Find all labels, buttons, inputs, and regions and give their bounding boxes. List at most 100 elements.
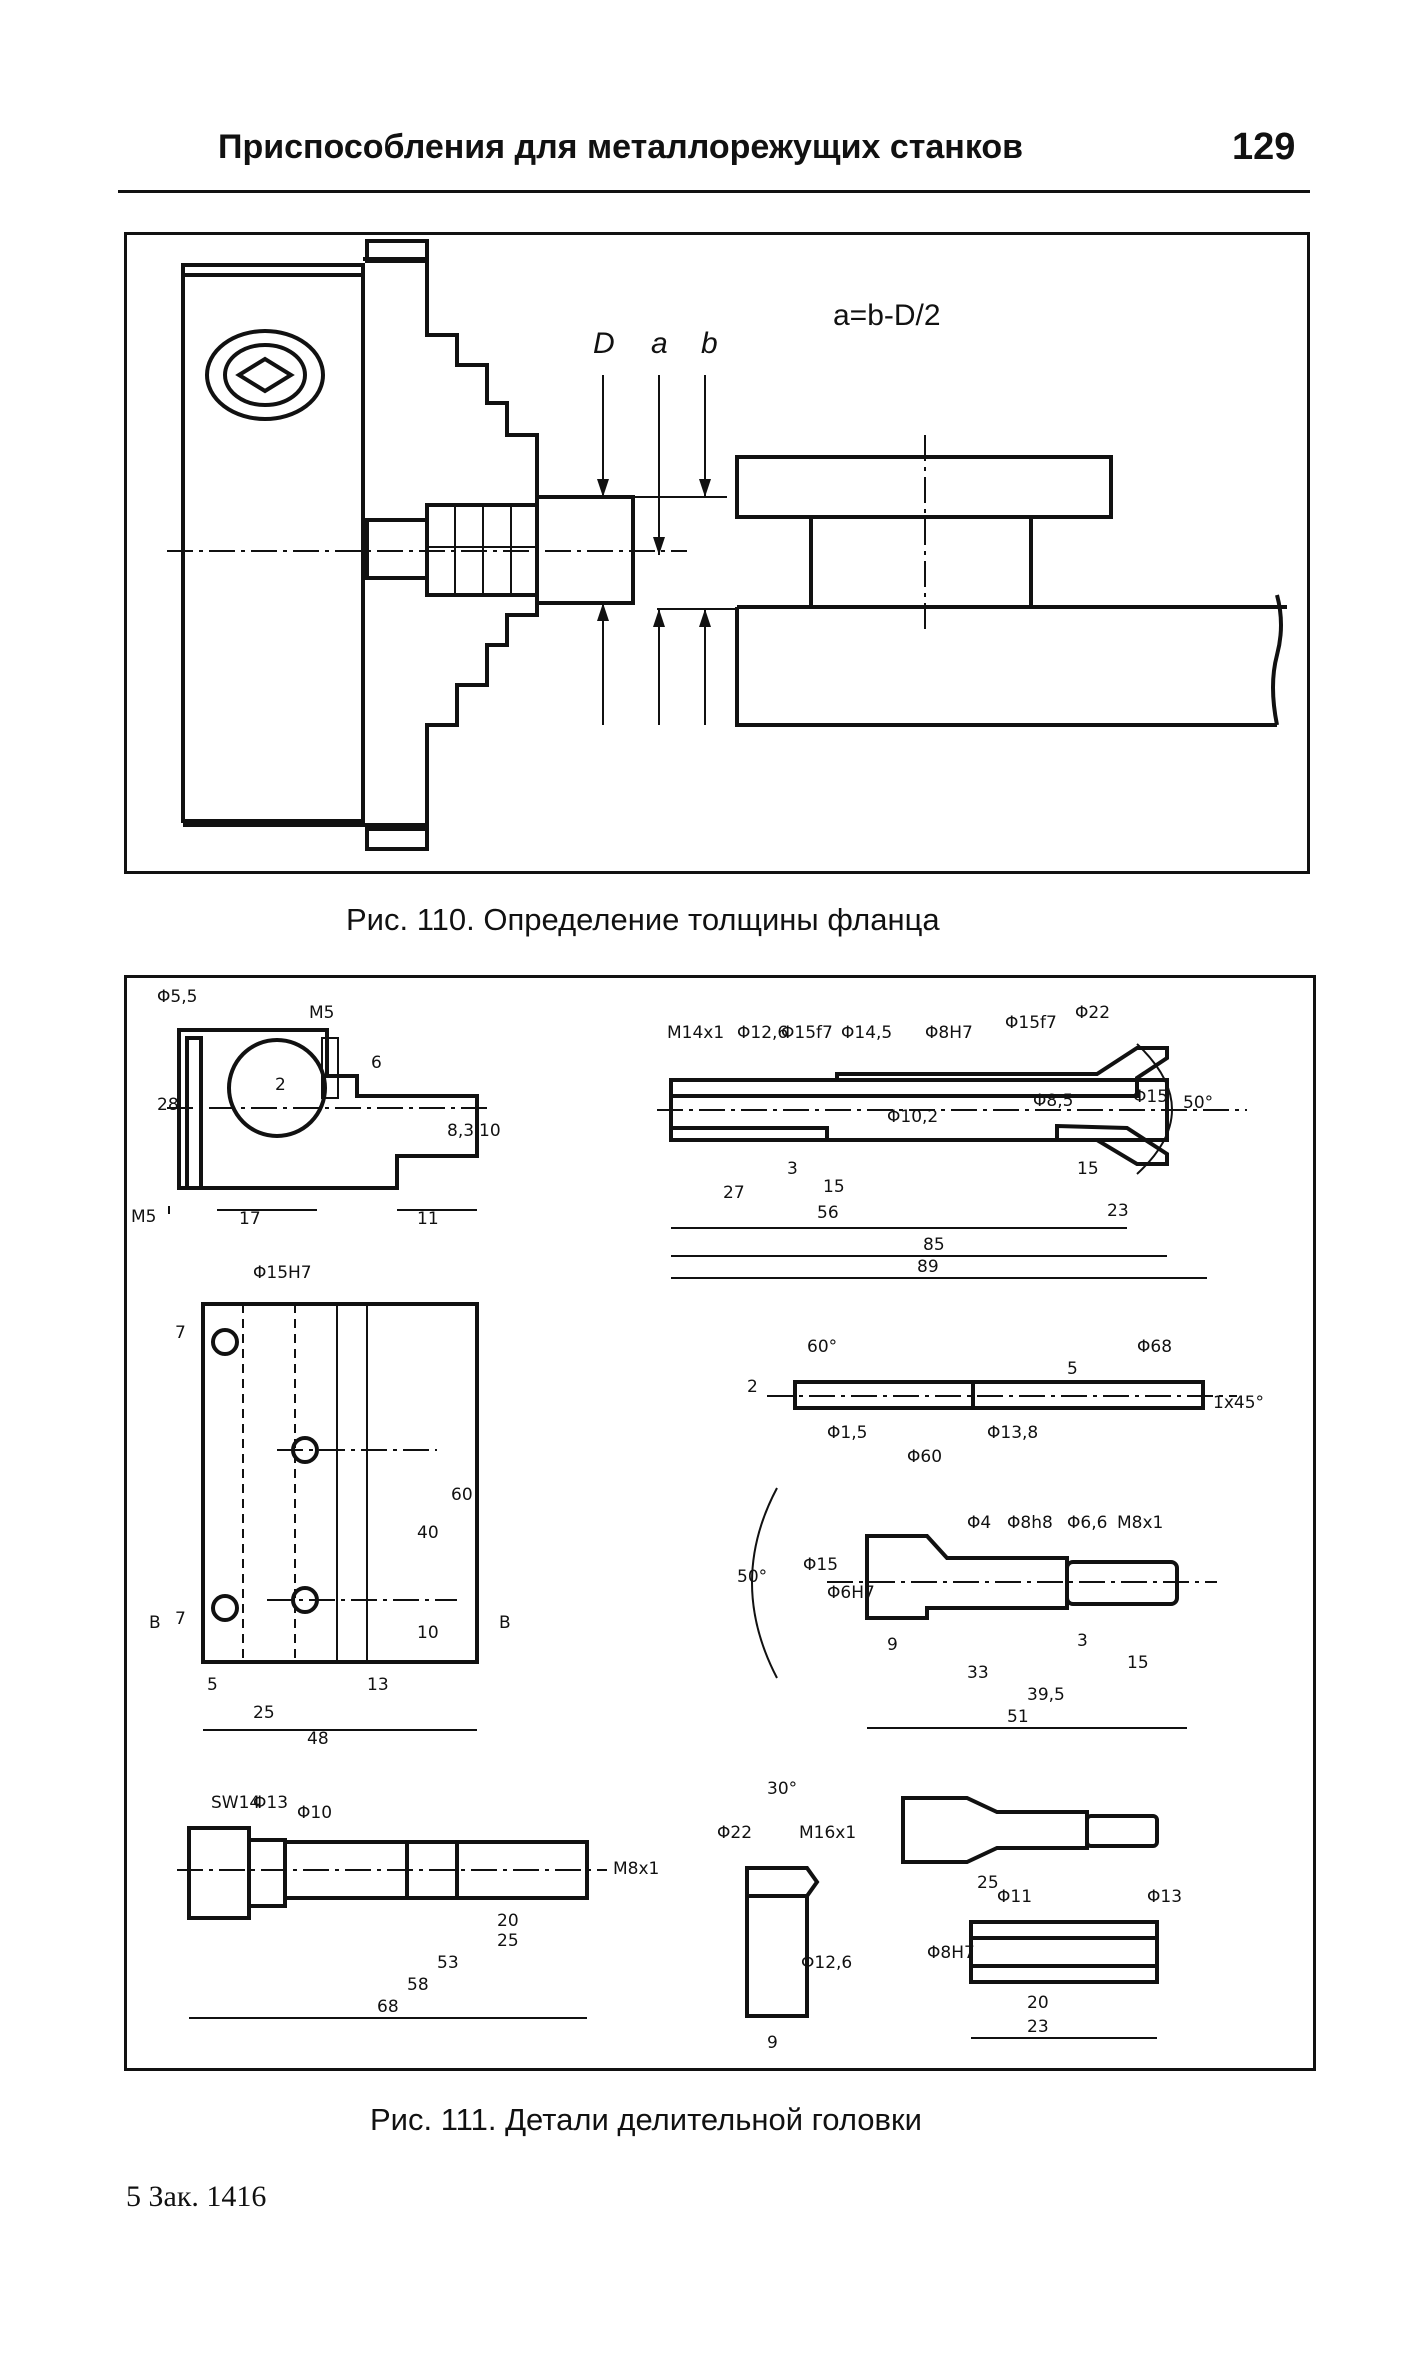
svg-text:53: 53 [437,1953,459,1973]
svg-text:5: 5 [207,1675,218,1695]
svg-text:Φ15: Φ15 [1133,1087,1168,1107]
svg-text:Φ8H7: Φ8H7 [925,1023,973,1043]
svg-text:M5: M5 [131,1207,156,1227]
key-hole-mid [223,343,307,407]
svg-text:M5: M5 [309,1003,334,1023]
svg-text:60: 60 [451,1485,473,1505]
formula: a=b-D/2 [833,299,941,332]
page-header-title: Приспособления для металлорежущих станко… [218,128,1024,166]
label-a: a [651,327,668,360]
svg-text:85: 85 [923,1235,945,1255]
clamped-flange [365,518,429,580]
svg-text:28: 28 [157,1095,179,1115]
chuck-jaw-top [365,239,429,263]
key-hole-outer [205,329,325,421]
tool-base-bottom [735,607,1277,727]
svg-text:17: 17 [239,1209,261,1229]
figure-111-caption: Рис. 111. Детали делительной головки [370,2102,922,2137]
svg-text:3: 3 [1077,1631,1088,1651]
key-hole-square [235,356,295,394]
svg-text:50°: 50° [1183,1093,1213,1113]
svg-text:1x45°: 1x45° [1213,1393,1264,1413]
figure-110: D a b a=b-D/2 [124,232,1310,874]
svg-text:13: 13 [367,1675,389,1695]
svg-text:Φ15f7: Φ15f7 [1005,1013,1057,1033]
svg-text:2: 2 [747,1377,758,1397]
tool-stem [809,515,1033,609]
svg-text:Φ10,2: Φ10,2 [887,1107,938,1127]
figure-111: Φ5,5 M5 28 2 6 8,3 10 M5 17 11 [124,975,1316,2071]
bolt-view: SW14 Φ13 Φ10 M8x1 20 25 53 58 68 [177,1793,659,2019]
block-plan-view: Φ15H7 7 7 60 40 10 В В 5 25 13 48 [149,1263,511,1749]
svg-text:23: 23 [1107,1201,1129,1221]
svg-text:Φ6,6: Φ6,6 [1067,1513,1107,1533]
svg-text:2: 2 [275,1075,286,1095]
svg-text:Φ5,5: Φ5,5 [157,987,197,1007]
header-rule [118,190,1310,193]
svg-text:Φ15: Φ15 [803,1555,838,1575]
svg-text:8,3: 8,3 [447,1121,474,1141]
svg-text:15: 15 [1127,1653,1149,1673]
svg-text:33: 33 [967,1663,989,1683]
svg-text:M8x1: M8x1 [1117,1513,1163,1533]
svg-text:В: В [499,1613,511,1633]
svg-text:25: 25 [253,1703,275,1723]
svg-text:M16x1: M16x1 [799,1823,856,1843]
svg-text:15: 15 [1077,1159,1099,1179]
svg-text:SW14: SW14 [211,1793,260,1813]
svg-text:5: 5 [1067,1359,1078,1379]
svg-text:Φ8,5: Φ8,5 [1033,1091,1073,1111]
svg-text:Φ13,8: Φ13,8 [987,1423,1038,1443]
svg-text:9: 9 [767,2033,778,2053]
chuck-body [181,263,365,823]
svg-text:Φ13: Φ13 [253,1793,288,1813]
label-b: b [701,327,718,360]
svg-text:27: 27 [723,1183,745,1203]
footer-note: 5 Зак. 1416 [126,2180,267,2213]
svg-text:3: 3 [787,1159,798,1179]
shaft-section-view: M14x1 Φ12,6 Φ15f7 Φ14,5 Φ8H7 Φ15f7 Φ22 Φ… [657,1003,1247,1279]
svg-text:Φ60: Φ60 [907,1447,942,1467]
svg-text:20: 20 [497,1911,519,1931]
svg-text:11: 11 [417,1209,439,1229]
svg-text:50°: 50° [737,1567,767,1587]
sleeve-view: Φ11 Φ13 Φ8H7 20 23 [927,1887,1182,2039]
figure-110-drawing: D a b a=b-D/2 [167,239,1287,851]
part-25-view: 25 [901,1796,1159,1893]
svg-text:6: 6 [371,1053,382,1073]
svg-text:Φ10: Φ10 [297,1803,332,1823]
svg-text:30°: 30° [767,1779,797,1799]
pin-view: 60° 2 5 Φ68 1x45° Φ1,5 Φ13,8 Φ60 [747,1337,1264,1467]
svg-text:Φ22: Φ22 [1075,1003,1110,1023]
svg-text:23: 23 [1027,2017,1049,2037]
chuck-side [183,273,365,827]
svg-text:10: 10 [417,1623,439,1643]
svg-text:Φ11: Φ11 [997,1887,1032,1907]
svg-text:Φ8h8: Φ8h8 [1007,1513,1053,1533]
svg-text:7: 7 [175,1609,186,1629]
svg-text:M14x1: M14x1 [667,1023,724,1043]
svg-text:Φ4: Φ4 [967,1513,991,1533]
svg-text:56: 56 [817,1203,839,1223]
svg-text:68: 68 [377,1997,399,2017]
svg-text:10: 10 [479,1121,501,1141]
svg-text:20: 20 [1027,1993,1049,2013]
svg-text:Φ12,6: Φ12,6 [801,1953,852,1973]
svg-text:Φ6H7: Φ6H7 [827,1583,875,1603]
svg-text:39,5: 39,5 [1027,1685,1065,1705]
svg-text:40: 40 [417,1523,439,1543]
svg-text:25: 25 [977,1873,999,1893]
svg-text:Φ12,6: Φ12,6 [737,1023,788,1043]
bushing-view: 50° Φ15 Φ6H7 Φ4 Φ8h8 Φ6,6 M8x1 9 3 15 33… [737,1487,1217,1729]
svg-text:7: 7 [175,1323,186,1343]
chuck-stepped-jaw [363,257,539,827]
figure-111-drawing: Φ5,5 M5 28 2 6 8,3 10 M5 17 11 [131,987,1264,2053]
svg-text:48: 48 [307,1729,329,1749]
svg-text:25: 25 [497,1931,519,1951]
svg-text:15: 15 [823,1177,845,1197]
figure-110-caption: Рис. 110. Определение толщины фланца [346,902,940,937]
svg-text:Φ68: Φ68 [1137,1337,1172,1357]
label-D: D [593,327,615,360]
svg-text:Φ22: Φ22 [717,1823,752,1843]
break-line [1271,594,1283,726]
